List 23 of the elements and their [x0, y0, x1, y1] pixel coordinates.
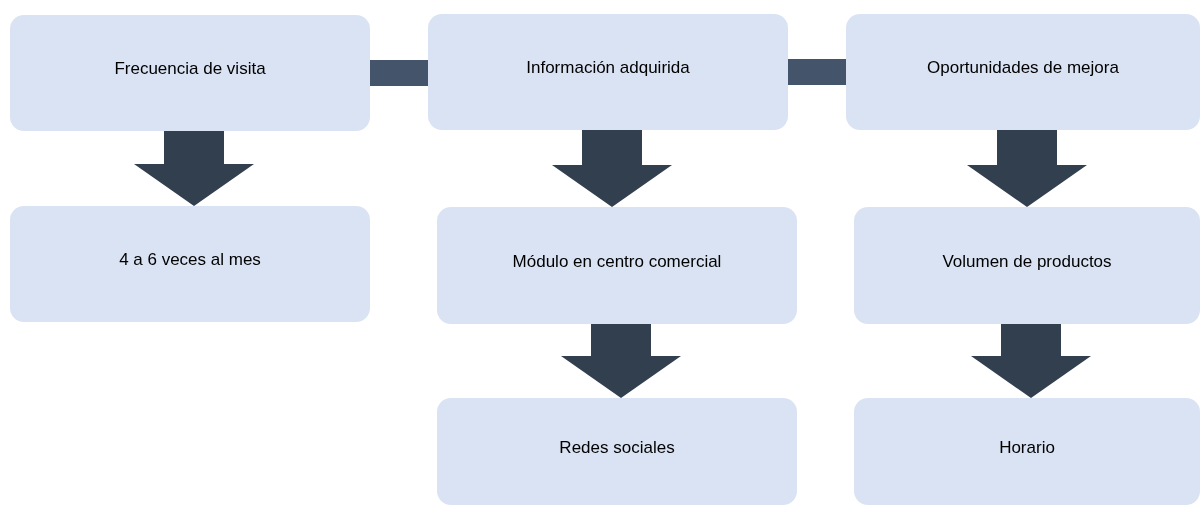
- process-box: [428, 14, 788, 130]
- box-label: Horario: [999, 437, 1055, 458]
- block-arrow: [561, 324, 681, 398]
- connector-bar: [370, 60, 428, 86]
- process-box: [10, 15, 370, 131]
- box-label: Redes sociales: [559, 437, 675, 458]
- connector-bar: [788, 59, 846, 85]
- process-box: [846, 14, 1200, 130]
- block-arrow: [971, 324, 1091, 398]
- box-label: Oportunidades de mejora: [927, 58, 1119, 78]
- process-box: [10, 206, 370, 322]
- block-arrow: [134, 131, 254, 206]
- process-box: [437, 207, 797, 324]
- process-box: [854, 398, 1200, 505]
- block-arrow: [967, 130, 1087, 207]
- box-label: Volumen de productos: [942, 251, 1112, 272]
- box-label: 4 a 6 veces al mes: [119, 250, 261, 270]
- box-label: Información adquirida: [526, 58, 690, 78]
- box-label: Módulo en centro comercial: [512, 251, 722, 272]
- box-label: Frecuencia de visita: [114, 59, 266, 79]
- process-box: [437, 398, 797, 505]
- block-arrow: [552, 130, 672, 207]
- process-box: [854, 207, 1200, 324]
